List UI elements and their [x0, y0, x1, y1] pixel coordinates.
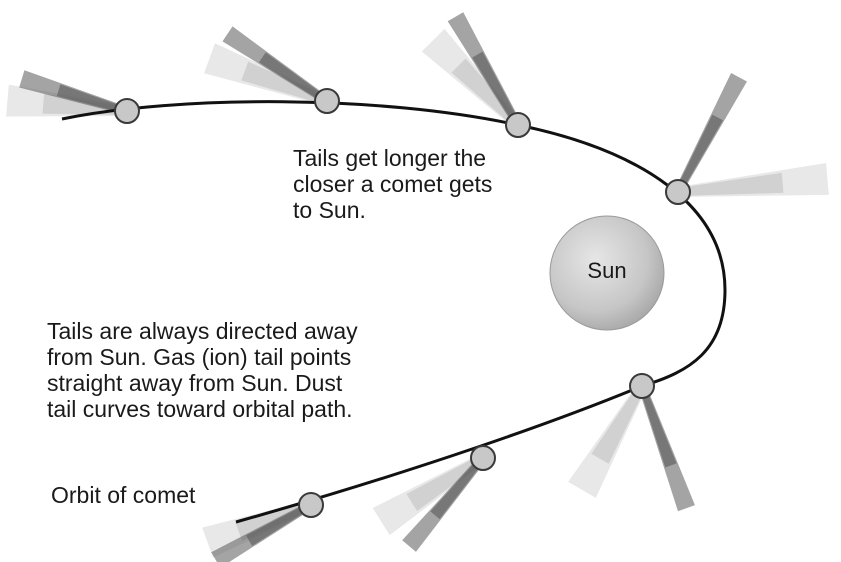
sun-circle	[549, 215, 665, 331]
dust-tail	[451, 58, 521, 128]
sun-label: Sun	[587, 258, 627, 283]
dust-tail	[591, 384, 646, 464]
note-tails-directed-line: tail curves toward orbital path.	[47, 396, 353, 422]
comet-nucleus	[629, 373, 655, 399]
ion-tail	[56, 84, 128, 114]
ion-tail	[472, 51, 521, 127]
note-tails-longer: Tails get longer the closer a comet gets…	[293, 145, 492, 223]
comet-tails	[6, 12, 829, 562]
note-tails-directed-line: Tails are always directed away	[47, 318, 358, 344]
ion-tail	[246, 502, 313, 546]
comet-nucleus	[298, 492, 324, 518]
dust-tail	[406, 454, 486, 511]
note-tails-longer-line: closer a comet gets	[293, 171, 493, 197]
ion-tail	[258, 52, 329, 104]
dust-tail	[241, 61, 329, 105]
ion-tail	[639, 384, 677, 468]
comet-nucleus	[665, 179, 691, 205]
comet-nucleus	[470, 445, 496, 471]
comet-nucleus	[114, 98, 140, 124]
dust-tail	[677, 172, 784, 196]
note-tails-directed-line: from Sun. Gas (ion) tail points	[47, 344, 352, 370]
note-tails-directed: Tails are always directed away from Sun.…	[47, 318, 358, 422]
orbit-label: Orbit of comet	[51, 482, 196, 508]
note-tails-longer-line: to Sun.	[293, 197, 366, 223]
note-tails-directed-line: straight away from Sun. Dust	[47, 370, 343, 396]
note-tails-longer-line: Tails get longer the	[293, 145, 487, 171]
comet-nucleus	[505, 112, 531, 138]
ion-tail	[675, 114, 723, 194]
ion-tail	[430, 456, 486, 520]
comet-nucleus	[314, 88, 340, 114]
comet-positions	[114, 88, 691, 518]
